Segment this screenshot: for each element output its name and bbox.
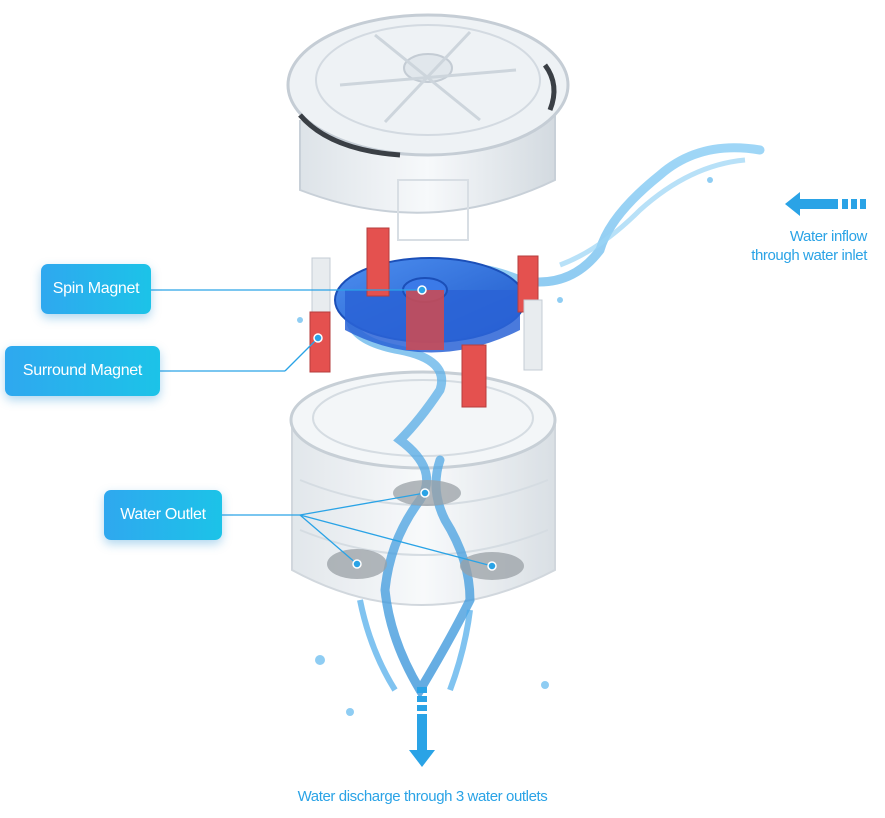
- top-cap: [286, 13, 570, 241]
- spin-magnet-label: Spin Magnet: [41, 264, 151, 314]
- water-outlet-label: Water Outlet: [104, 490, 222, 540]
- inflow-arrow: [785, 192, 866, 216]
- water-stream: [297, 143, 765, 716]
- discharge-arrow: [409, 687, 435, 767]
- water-inflow-caption: Water inflow through water inlet: [751, 227, 867, 265]
- leader-lines: [151, 289, 493, 567]
- water-discharge-caption: Water discharge through 3 water outlets: [297, 788, 548, 805]
- water-inflow-line1: Water inflow: [789, 228, 868, 245]
- surround-magnet-label: Surround Magnet: [5, 346, 160, 396]
- surround-magnets: [309, 227, 543, 408]
- leader-dots: [313, 285, 497, 571]
- spin-rotor: [334, 257, 526, 353]
- water-inflow-line2: through water inlet: [751, 247, 867, 264]
